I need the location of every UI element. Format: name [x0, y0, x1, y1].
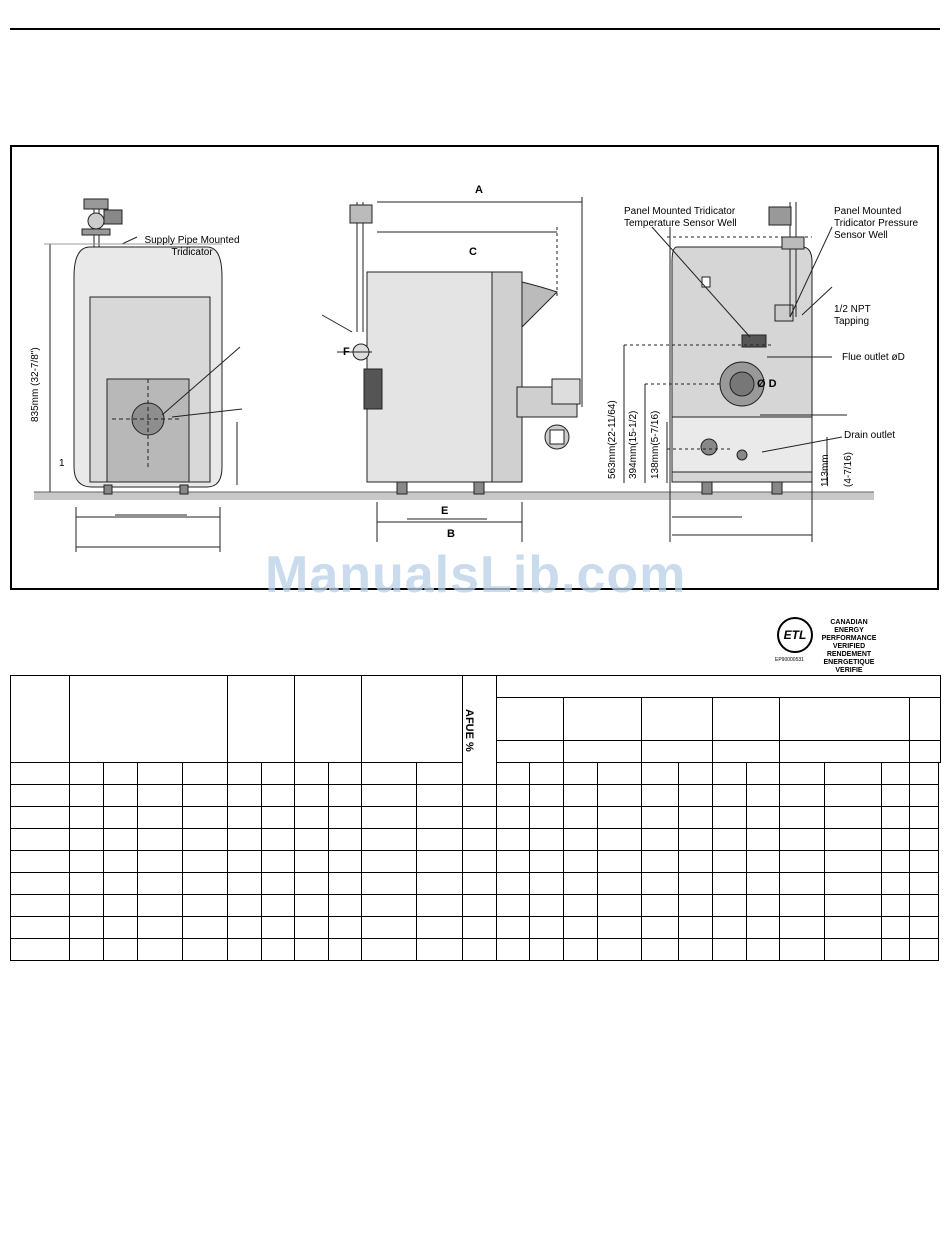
height-835-label: 835mm (32-7/8"): [30, 347, 41, 422]
dim-113-label: 113mm: [820, 454, 831, 487]
table-header-cell: [779, 697, 910, 741]
table-row: [10, 806, 941, 829]
boiler-drawing: [34, 197, 874, 552]
top-rule: [10, 28, 940, 30]
callout-flue-outlet: Flue outlet øD: [842, 352, 905, 363]
table-header-cell: [294, 675, 362, 763]
table-header-cell: [361, 675, 463, 763]
table-row: [10, 916, 941, 939]
table-header-cell: [712, 740, 780, 763]
dim-113-inch-label: (4-7/16): [843, 451, 854, 487]
certification-logo: ETL CANADIAN ENERGY PERFORMANCE VERIFIED…: [775, 617, 885, 674]
table-header-cell: [496, 675, 941, 698]
table-header-cell: [496, 697, 564, 741]
table-header-cell: [909, 740, 941, 763]
callout-panel-temp-well: Panel Mounted Tridicator Temperature Sen…: [624, 206, 737, 229]
callout-drain-outlet: Drain outlet: [844, 430, 896, 441]
certification-text-en: CANADIAN ENERGY PERFORMANCE VERIFIED: [821, 619, 877, 650]
callout-npt-tapping: 1/2 NPT Tapping: [834, 304, 871, 327]
afue-header: AFUE %: [463, 708, 475, 752]
table-row: [10, 784, 941, 807]
watermark: ManualsLib.com: [265, 546, 687, 604]
dimension-c-label: C: [469, 246, 477, 258]
table-row: [10, 938, 941, 961]
table-header-cell: [563, 697, 642, 741]
table-header-cell: [641, 697, 713, 741]
certification-text-fr: RENDEMENT ENERGETIQUE VERIFIE: [823, 651, 875, 674]
table-header-cell: [227, 675, 295, 763]
floor-clearance-label: 1: [59, 458, 65, 469]
table-header-cell: [641, 740, 713, 763]
dimension-a-label: A: [475, 184, 483, 196]
table-header-cell: [909, 697, 941, 741]
certification-number: EP90000531: [775, 657, 804, 663]
table-header-cell: [10, 675, 70, 763]
dimension-b-label: B: [447, 528, 455, 540]
table-row: [10, 894, 941, 917]
afue-header-cell: AFUE %: [462, 675, 497, 785]
table-row: [10, 850, 941, 873]
dimension-figure: Supply Pipe Mounted Tridicator Panel Mou…: [10, 145, 939, 590]
dim-394-label: 394mm(15-1/2): [628, 410, 639, 479]
dim-563-label: 563mm(22-11/64): [607, 400, 618, 479]
table-header-cell: [712, 697, 780, 741]
table-header-cell: [496, 740, 564, 763]
table-header-row: AFUE %: [10, 675, 941, 785]
callout-panel-pressure-well: Panel Mounted Tridicator Pressure Sensor…: [834, 206, 919, 241]
dimension-f-label: F: [343, 346, 350, 358]
callout-supply-pipe: Supply Pipe Mounted Tridicator: [144, 235, 240, 258]
etl-mark: ETL: [777, 617, 813, 653]
specification-table: AFUE %: [10, 675, 941, 961]
dim-138-label: 138mm(5-7/16): [650, 410, 661, 479]
flue-diameter-label: Ø D: [757, 378, 777, 390]
table-row: [10, 872, 941, 895]
table-header-row: [11, 740, 941, 763]
certification-text: CANADIAN ENERGY PERFORMANCE VERIFIED REN…: [815, 619, 883, 675]
table-header-cell: [563, 740, 642, 763]
dimension-e-label: E: [441, 505, 449, 517]
table-header-cell: [69, 675, 228, 763]
table-row: [10, 828, 941, 851]
table-header-cell: [779, 740, 910, 763]
